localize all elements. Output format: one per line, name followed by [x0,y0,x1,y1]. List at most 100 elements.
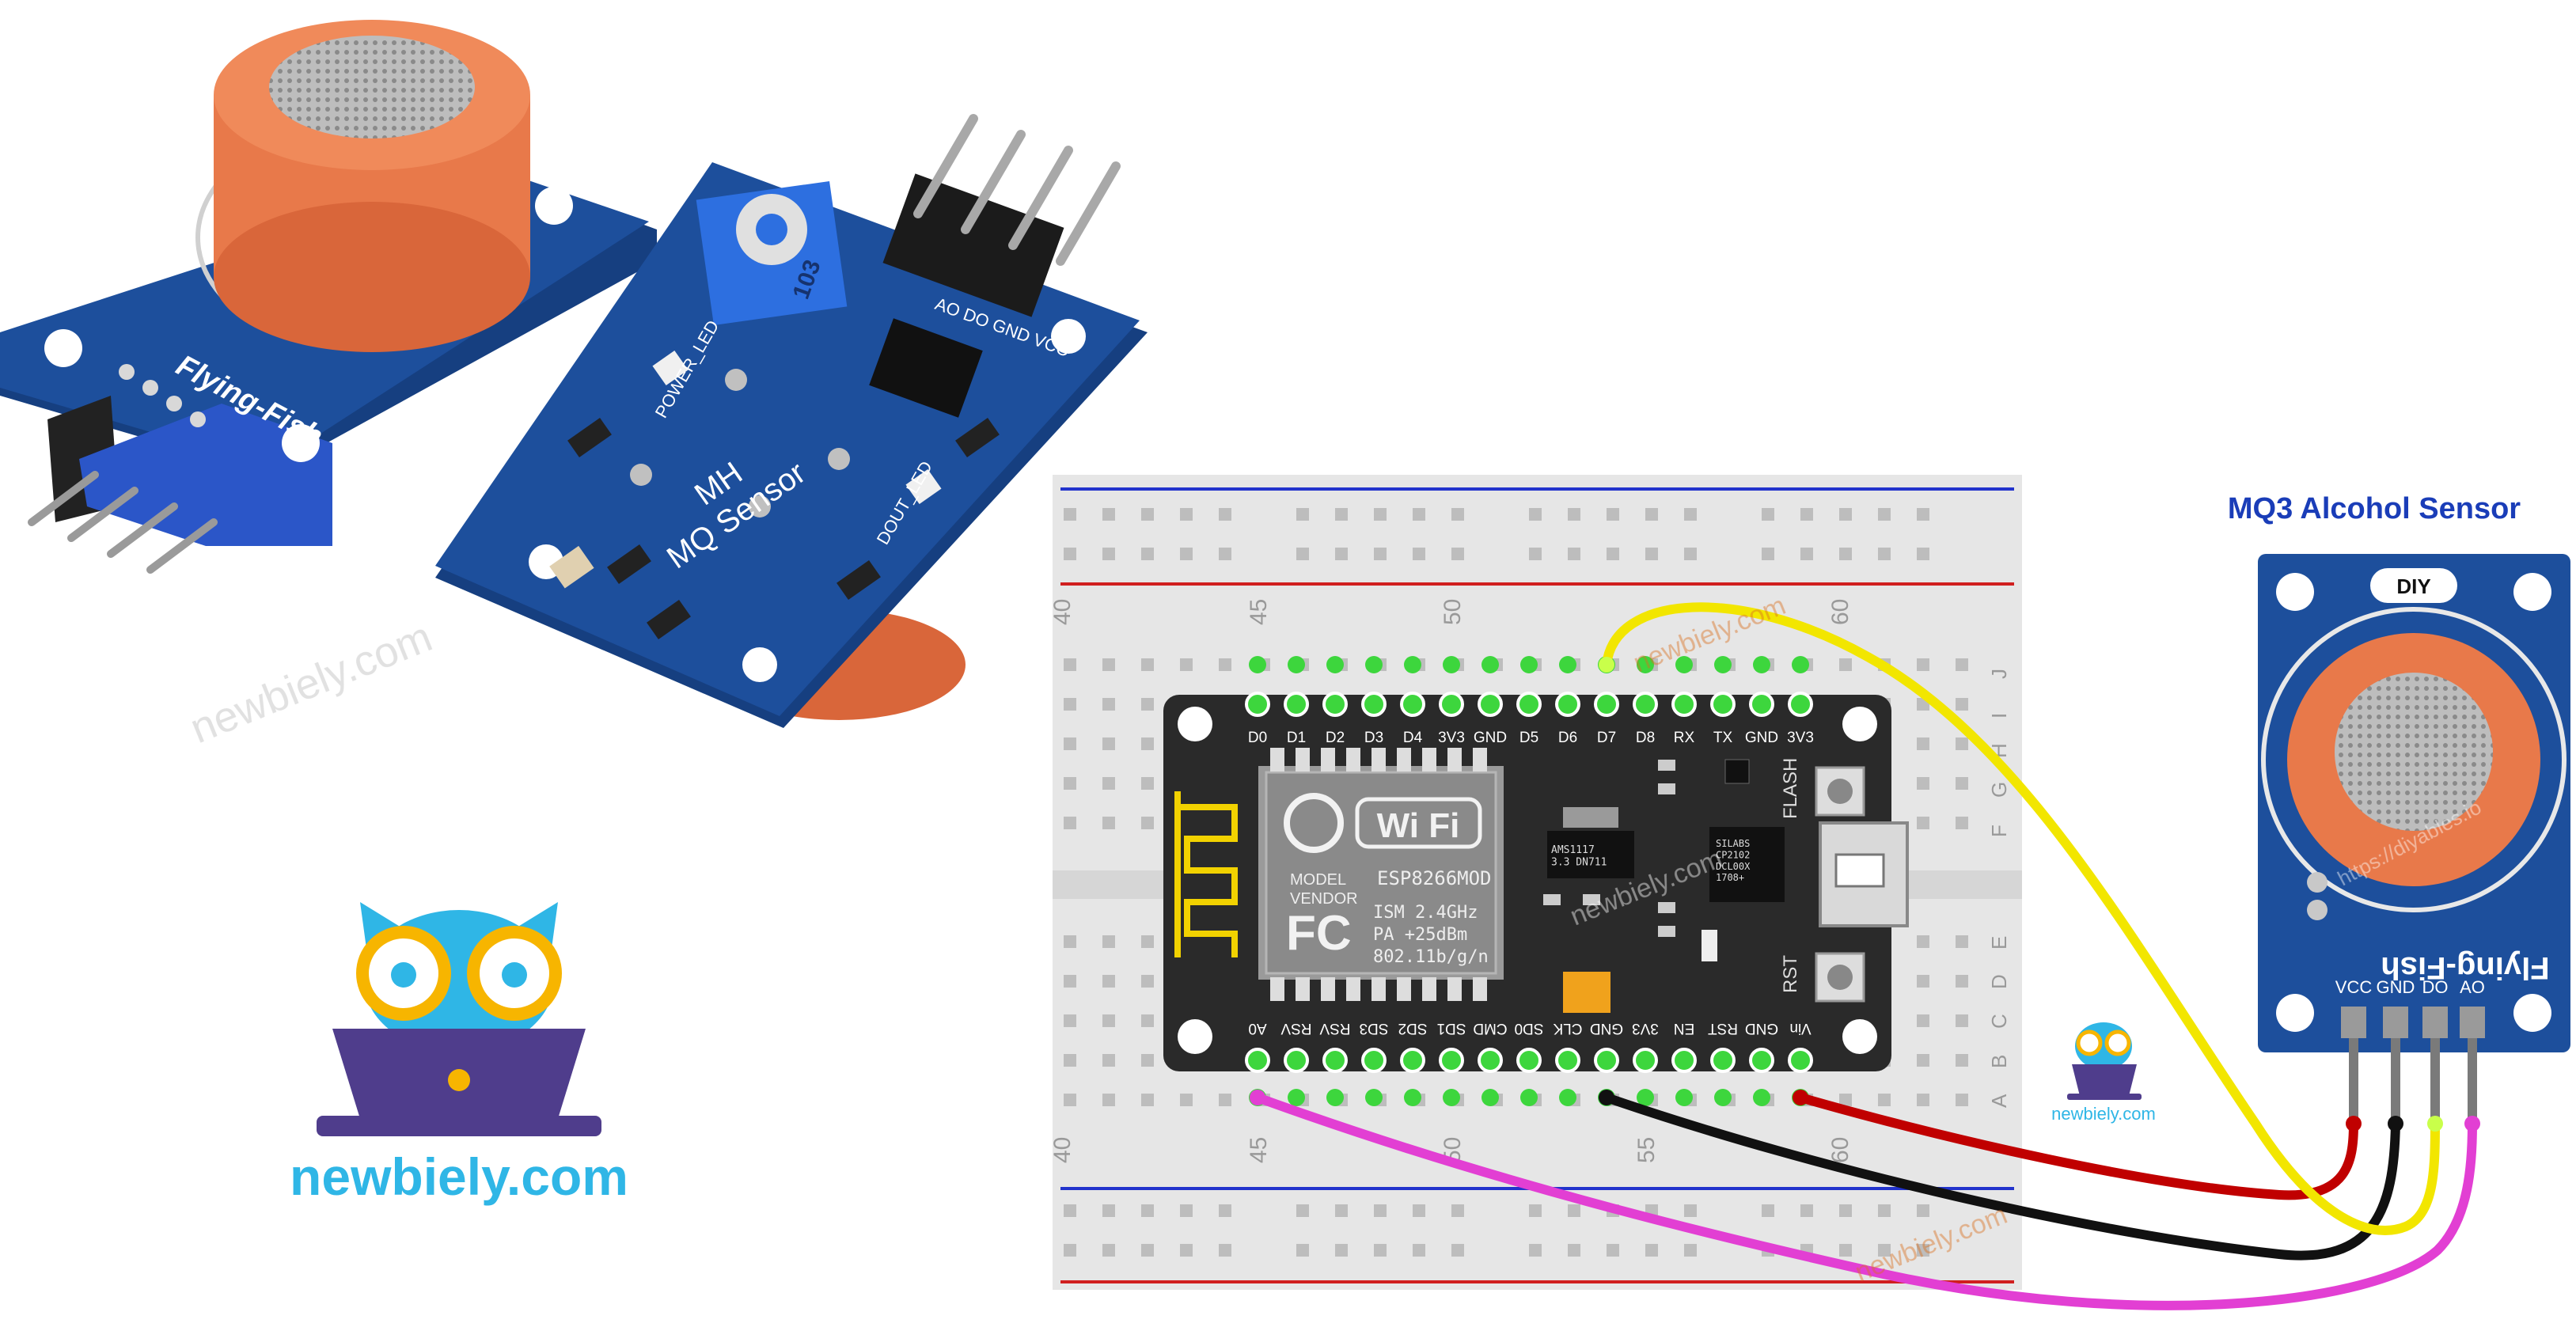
mq3-sensor-module: MQ3 Alcohol Sensor DIY Flying-Fish VCC G… [2228,492,2570,1124]
board-pin-pad [1749,692,1774,717]
board-pin-pad [1439,1048,1464,1073]
rail-hole [1141,508,1154,521]
newbiely-logo: newbiely.com [290,902,628,1206]
bb-row-b: B [1987,1055,2011,1068]
board-pin-pad [1322,692,1348,717]
wifi-logo-text: Wi Fi [1377,806,1460,845]
sensor-pin-header-ao [2460,1007,2485,1038]
bottom-pin-label-rsv-b: RSV [1319,1020,1350,1037]
breadboard-hole [1956,975,1968,988]
breadboard-active-hole [1520,1089,1538,1106]
breadboard-active-hole [1365,1089,1383,1106]
top-pin-label-d7: D7 [1597,730,1616,746]
breadboard-hole [1956,935,1968,948]
rail-hole [1219,548,1231,560]
rail-hole [1917,508,1929,521]
breadboard-hole [1141,975,1154,988]
board-pin-pad [1284,692,1309,717]
diy-badge [2370,568,2457,603]
breadboard-active-hole [1365,656,1383,673]
rail-hole [1296,1204,1309,1217]
bottom-pin-label-a0: A0 [1248,1020,1266,1037]
mh-mq-module-photo: 103 AO DO GND VCC POWER_LED DOUT_LE [435,114,1148,728]
sensor-pin-label-gnd: GND [2377,977,2415,997]
bb-col-55-bottom: 55 [1633,1137,1660,1163]
rail-hole [1645,548,1658,560]
breadboard-active-hole [1792,656,1809,673]
sensor-mount-hole-tr [2513,573,2551,611]
fc-logo-text: FC [1286,906,1352,961]
breadboard-hole [1141,737,1154,750]
rail-hole [1141,1204,1154,1217]
rail-hole [1451,508,1464,521]
rail-hole [1296,548,1309,560]
breadboard-hole [1956,1054,1968,1067]
rail-hole [1102,1244,1115,1257]
rail-hole [1800,508,1813,521]
rail-hole [1219,1204,1231,1217]
rail-hole [1878,1244,1891,1257]
sensor-mesh [2335,673,2493,831]
bottom-pin-label-rsv-a: RSV [1280,1020,1311,1037]
breadboard-active-hole [1637,1089,1654,1106]
cp2102-chip [1709,827,1785,902]
breadboard-active-hole [1481,1089,1499,1106]
rail-hole [1607,508,1619,521]
board-pin-pad [1245,692,1270,717]
micro-usb-port [1819,821,1909,927]
rail-hole [1800,548,1813,560]
breadboard-hole [1917,777,1929,790]
esp-module-label: ESP8266MOD [1377,867,1492,889]
rail-hole [1568,1204,1580,1217]
breadboard-hole [1917,1094,1929,1106]
top-pin-label-d5: D5 [1519,730,1538,746]
bottom-pin-label-gnd-a: GND [1590,1020,1623,1037]
wire-endpoint-gnd [1599,1090,1614,1105]
sensor-mount-hole-br [2513,994,2551,1032]
rail-hole [1335,1204,1348,1217]
rail-hole [1529,1244,1542,1257]
rail-hole [1917,1204,1929,1217]
rail-hole [1335,508,1348,521]
breadboard-active-hole [1249,656,1266,673]
flash-label: FLASH [1780,758,1801,819]
breadboard-hole [1141,698,1154,711]
bb-col-45-bottom: 45 [1246,1137,1272,1163]
rail-hole [1878,1204,1891,1217]
breadboard-active-hole [1714,656,1732,673]
breadboard-active-hole [1714,1089,1732,1106]
breadboard-hole [1102,1014,1115,1027]
breadboard-hole [1219,658,1231,671]
bb-col-60-top: 60 [1827,599,1853,625]
rail-hole [1180,1204,1193,1217]
bottom-pin-label-cmd: CMD [1473,1020,1507,1037]
breadboard-hole [1180,1094,1193,1106]
rail-hole [1762,548,1774,560]
bb-row-a: A [1987,1094,2011,1108]
board-pin-pad [1710,692,1736,717]
breadboard-hole [1064,975,1076,988]
top-pin-label-rx: RX [1674,730,1695,746]
rail-hole [1374,508,1387,521]
wire-black-gnd-to-gnd [1602,1093,2400,1261]
board-pin-pad [1439,692,1464,717]
breadboard-active-hole [1326,1089,1344,1106]
rail-hole [1335,1244,1348,1257]
breadboard-hole [1064,1054,1076,1067]
wire-yellow-d7-to-do [1602,602,2440,1235]
breadboard-hole [1102,817,1115,829]
sensor-pin-header-gnd [2383,1007,2408,1038]
rail-hole [1064,1244,1076,1257]
breadboard-hole [1839,658,1852,671]
breadboard-active-hole [1326,656,1344,673]
bb-row-i: I [1987,713,2011,718]
board-pin-pad [1516,1048,1542,1073]
breadboard-hole [1956,1014,1968,1027]
breadboard-hole [1102,777,1115,790]
rail-hole [1413,1244,1425,1257]
rail-hole [1878,508,1891,521]
breadboard-hole [1064,737,1076,750]
bb-col-40-top: 40 [1049,599,1076,625]
top-pin-label-gnd-b: GND [1745,730,1778,746]
